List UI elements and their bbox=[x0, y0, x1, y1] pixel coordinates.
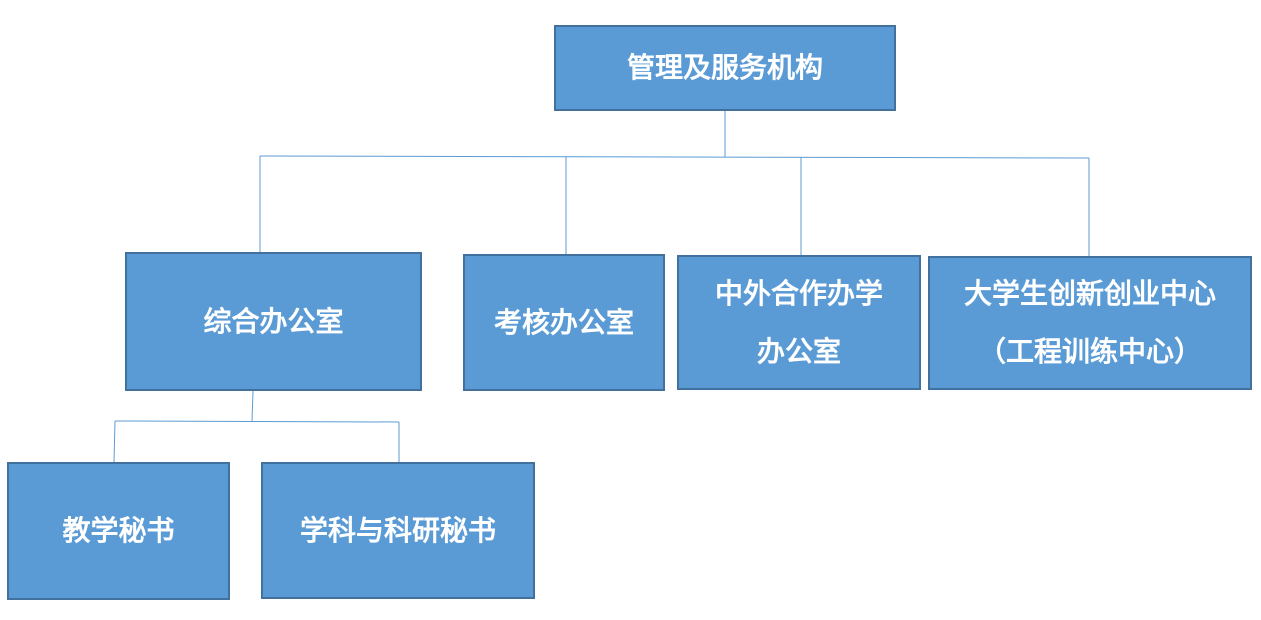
org-node-assessment-office-label: 考核办公室 bbox=[493, 305, 634, 339]
connector-sub-bus bbox=[114, 420, 400, 423]
org-node-innovation-center: 大学生创新创业中心 （工程训练中心） bbox=[928, 256, 1252, 390]
org-node-general-office: 综合办公室 bbox=[125, 252, 422, 391]
org-node-joint-program-office-label-line1: 中外合作办学 bbox=[714, 276, 883, 310]
org-node-research-secretary-label: 学科与科研秘书 bbox=[299, 513, 496, 547]
org-node-assessment-office: 考核办公室 bbox=[463, 254, 665, 391]
org-node-teaching-secretary-label: 教学秘书 bbox=[62, 514, 175, 547]
connector-zonghe-stem bbox=[251, 390, 254, 422]
org-node-joint-program-office: 中外合作办学 办公室 bbox=[677, 255, 921, 390]
org-node-root: 管理及服务机构 bbox=[554, 25, 896, 111]
org-node-joint-program-office-label-line2: 办公室 bbox=[756, 334, 841, 368]
connector-drop-jiaoxue bbox=[113, 420, 116, 463]
org-node-innovation-center-label-line2: （工程训练中心） bbox=[977, 335, 1202, 368]
org-node-general-office-label: 综合办公室 bbox=[203, 304, 344, 338]
org-node-root-label: 管理及服务机构 bbox=[626, 51, 823, 84]
org-node-research-secretary: 学科与科研秘书 bbox=[261, 462, 535, 599]
connector-main-bus bbox=[259, 155, 1090, 159]
org-node-innovation-center-label-line1: 大学生创新创业中心 bbox=[963, 277, 1216, 310]
org-node-teaching-secretary: 教学秘书 bbox=[7, 462, 230, 600]
